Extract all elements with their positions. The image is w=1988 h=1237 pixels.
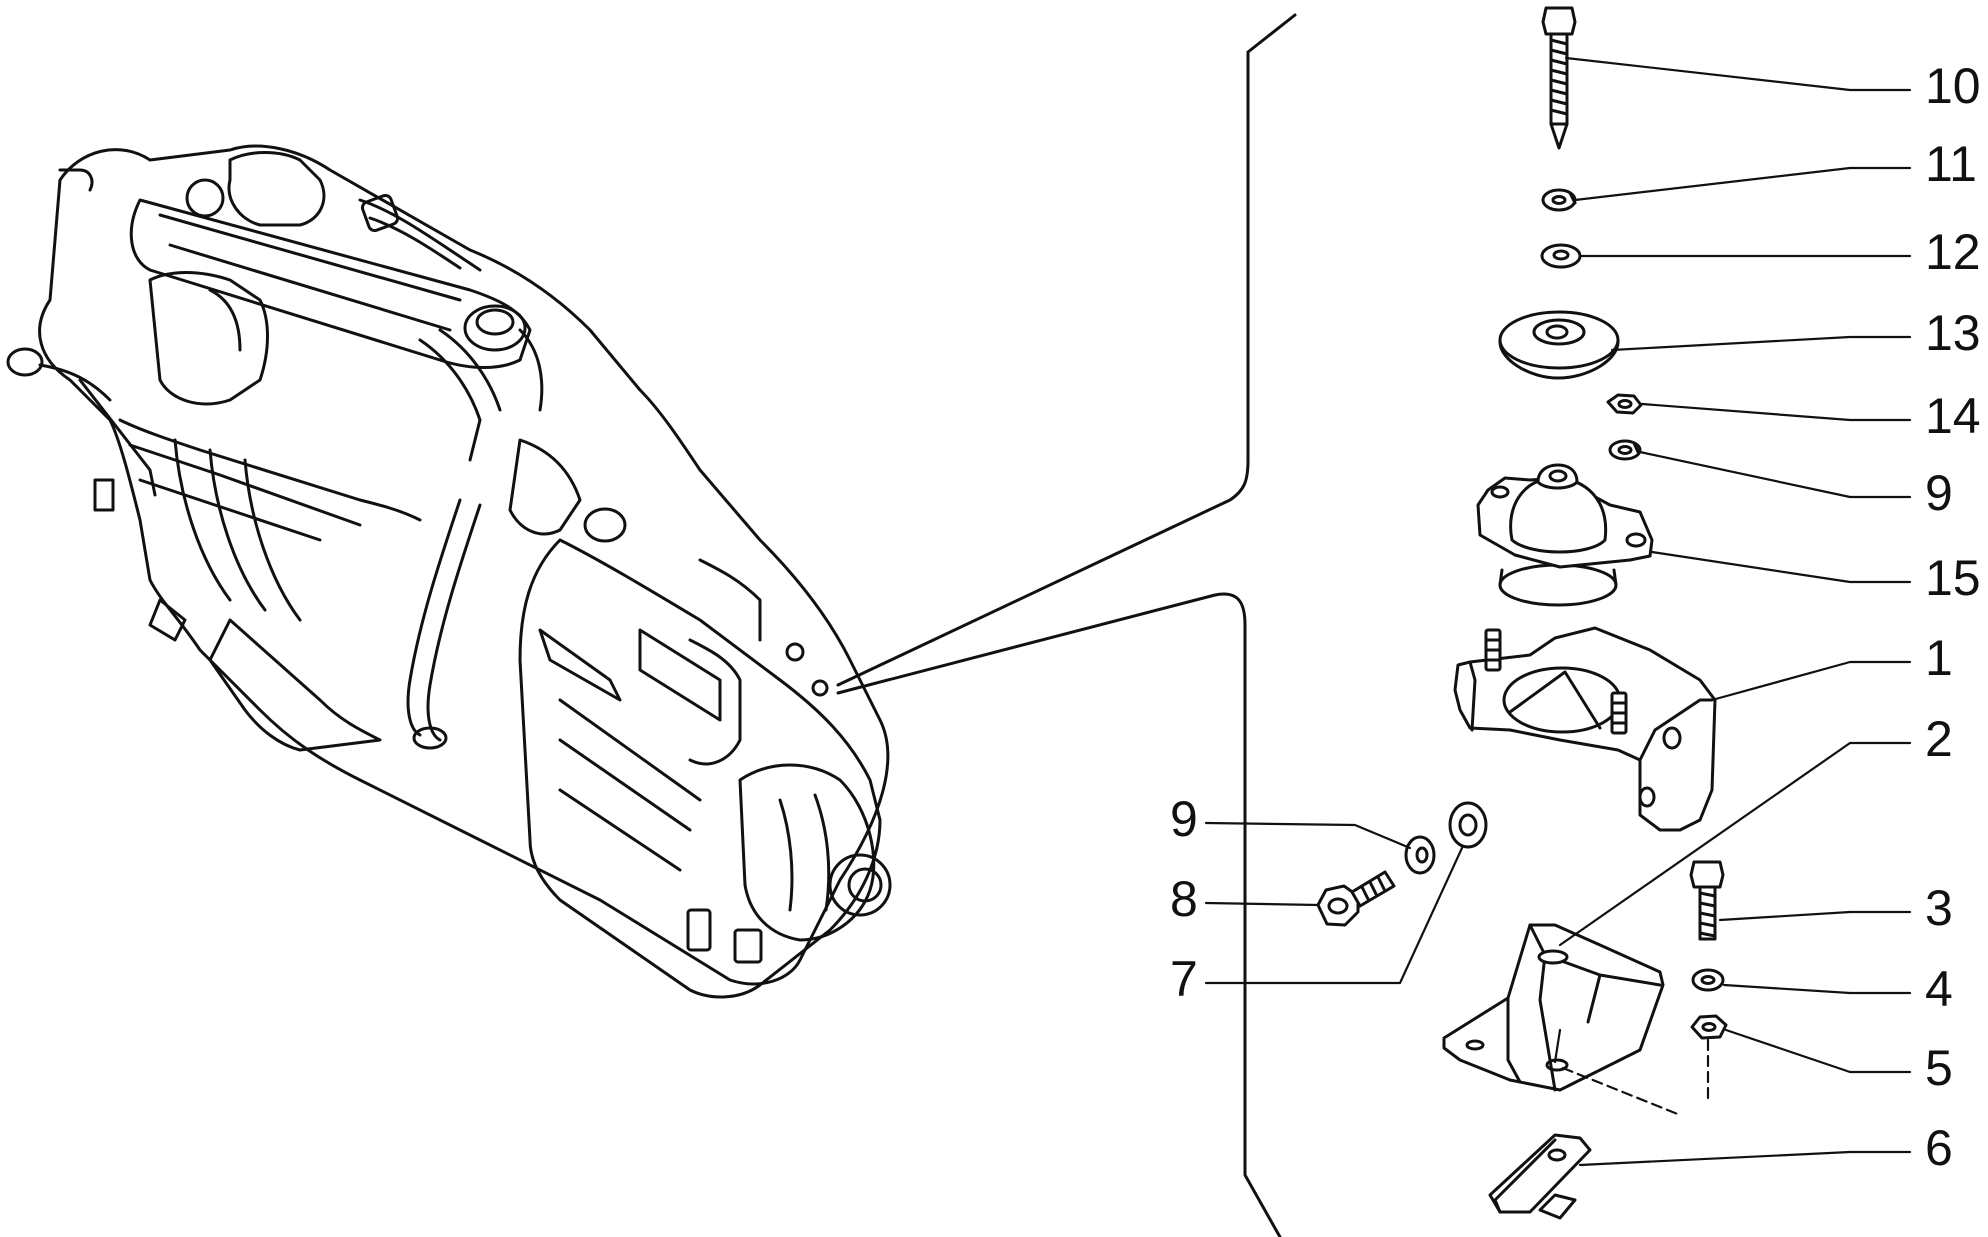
- part-clip-nut-6: [1488, 1133, 1592, 1220]
- callout-15: 15: [1925, 550, 1981, 606]
- callout-4: 4: [1925, 961, 1953, 1017]
- part-bolt-3: [1689, 860, 1725, 941]
- callout-14: 14: [1925, 388, 1981, 444]
- callout-7: 7: [1170, 951, 1198, 1007]
- part-spring-washer-9-lower: [1404, 835, 1436, 875]
- part-bolt-long: [1541, 6, 1577, 150]
- part-flat-washer-12: [1540, 243, 1582, 269]
- part-spring-washer-4: [1691, 968, 1725, 992]
- part-bolt-8: [1316, 870, 1396, 927]
- part-engine-mount-15: [1476, 463, 1654, 607]
- part-lower-bracket-2: [1442, 923, 1682, 1117]
- callout-8: 8: [1170, 871, 1198, 927]
- callout-6: 6: [1925, 1120, 1953, 1176]
- callout-9-lower: 9: [1170, 791, 1198, 847]
- callout-12: 12: [1925, 224, 1981, 280]
- part-rubber-cap-13: [1498, 310, 1620, 380]
- engine-gearbox-assembly: [6, 144, 892, 999]
- part-nut-14: [1606, 393, 1643, 415]
- part-flat-washer-7: [1448, 801, 1488, 849]
- part-spring-washer-11: [1541, 188, 1577, 212]
- exploded-view-leaders: [836, 13, 1297, 1237]
- callout-13: 13: [1925, 305, 1981, 361]
- callout-labels: 10 11 12 13 14 9 15 1 2 3 4 5 6 9 8 7: [1170, 58, 1981, 1176]
- callout-11: 11: [1925, 136, 1977, 192]
- callout-5: 5: [1925, 1040, 1953, 1096]
- callout-10: 10: [1925, 58, 1981, 114]
- callout-9-upper: 9: [1925, 465, 1953, 521]
- part-nut-5: [1690, 1014, 1728, 1102]
- part-spring-washer-9-upper: [1608, 439, 1642, 461]
- callout-leaders: [1204, 56, 1912, 1167]
- part-upper-bracket-1: [1453, 626, 1717, 832]
- callout-1: 1: [1925, 630, 1953, 686]
- callout-2: 2: [1925, 711, 1953, 767]
- callout-3: 3: [1925, 880, 1953, 936]
